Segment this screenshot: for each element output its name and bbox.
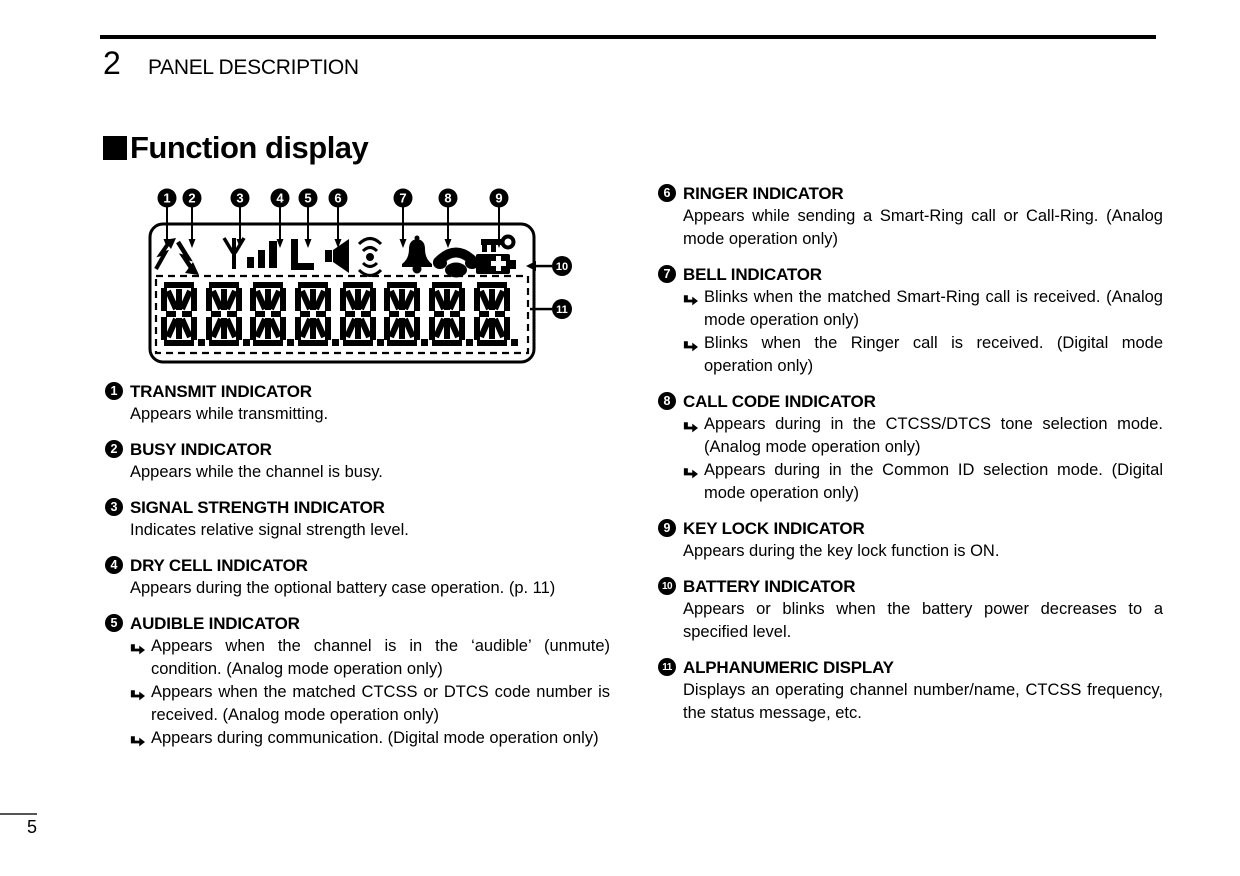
bullet-text: Blinks when the Ringer call is received.… xyxy=(704,334,1163,375)
indicator-title: BATTERY INDICATOR xyxy=(683,577,856,596)
indicator-description: Appears during the key lock function is … xyxy=(683,542,1000,560)
callout-badges: 1 2 3 4 5 6 7 8 9 xyxy=(157,188,509,208)
arrow-bullet-icon xyxy=(683,459,704,505)
section-title: Function display xyxy=(130,130,369,165)
busy-icon xyxy=(176,240,199,275)
item-number-badge: 7 xyxy=(658,265,676,283)
callout-10-label: 10 xyxy=(556,261,568,273)
callout-9: 9 xyxy=(495,191,502,206)
dry-cell-icon xyxy=(291,239,314,270)
indicator-title: CALL CODE INDICATOR xyxy=(683,392,876,411)
indicator-item: 11 ALPHANUMERIC DISPLAY Displays an operat… xyxy=(658,656,1163,725)
indicator-item: 9 KEY LOCK INDICATOR Appears during the ke… xyxy=(658,517,1163,563)
indicator-title: BUSY INDICATOR xyxy=(130,440,272,459)
indicator-title: ALPHANUMERIC DISPLAY xyxy=(683,658,894,677)
chapter-number: 2 xyxy=(103,45,121,81)
indicator-description: Appears while the channel is busy. xyxy=(130,463,383,481)
function-display-figure: 1 2 3 4 5 6 7 8 9 xyxy=(148,188,572,364)
arrow-bullet-icon xyxy=(683,332,704,378)
indicator-item: 2 BUSY INDICATOR Appears while the channel… xyxy=(105,438,610,484)
bullet-text: Blinks when the matched Smart-Ring call … xyxy=(704,288,1163,329)
bullet-text: Appears during in the Common ID selectio… xyxy=(704,461,1163,502)
audible-icon xyxy=(325,239,349,273)
indicator-item: 8 CALL CODE INDICATOR Appears during in th… xyxy=(658,390,1163,505)
indicator-title: BELL INDICATOR xyxy=(683,265,822,284)
left-column: 1 TRANSMIT INDICATOR Appears while transmi… xyxy=(105,380,610,767)
callout-1: 1 xyxy=(163,191,170,206)
arrow-bullet-icon xyxy=(130,635,151,681)
item-number-badge: 1 xyxy=(105,382,123,400)
item-number-badge: 10 xyxy=(658,577,676,595)
chapter-title: PANEL DESCRIPTION xyxy=(148,56,359,79)
arrow-bullet-icon xyxy=(683,413,704,459)
call-code-icon xyxy=(433,247,479,278)
key-lock-icon xyxy=(481,234,516,252)
item-number-badge: 4 xyxy=(105,556,123,574)
callout-11-label: 11 xyxy=(556,304,568,316)
callout-11: 11 xyxy=(530,299,572,319)
bell-icon xyxy=(402,235,432,274)
bullet-text: Appears when the channel is in the ‘audi… xyxy=(151,637,610,678)
indicator-item: 4 DRY CELL INDICATOR Appears during the op… xyxy=(105,554,610,600)
footer-rule xyxy=(0,813,37,815)
indicator-title: TRANSMIT INDICATOR xyxy=(130,382,312,401)
arrow-bullet-icon xyxy=(130,681,151,727)
page-number: 5 xyxy=(27,817,38,837)
indicator-item: 3 SIGNAL STRENGTH INDICATOR Indicates rela… xyxy=(105,496,610,542)
bullet-point: Appears when the matched CTCSS or DTCS c… xyxy=(130,681,610,727)
bullet-point: Appears when the channel is in the ‘audi… xyxy=(130,635,610,681)
indicator-item: 10 BATTERY INDICATOR Appears or blinks whe… xyxy=(658,575,1163,644)
item-number-badge: 2 xyxy=(105,440,123,458)
ringer-icon xyxy=(357,237,383,277)
item-number-badge: 9 xyxy=(658,519,676,537)
callout-7: 7 xyxy=(399,191,406,206)
item-number-badge: 11 xyxy=(658,658,676,676)
callout-2: 2 xyxy=(188,191,195,206)
item-number-badge: 8 xyxy=(658,392,676,410)
indicator-description: Displays an operating channel number/nam… xyxy=(683,681,1163,722)
indicator-title: RINGER INDICATOR xyxy=(683,184,844,203)
arrow-bullet-icon xyxy=(130,727,151,755)
indicator-item: 5 AUDIBLE INDICATOR Appears when the chann… xyxy=(105,612,610,755)
callout-3: 3 xyxy=(236,191,243,206)
callout-4: 4 xyxy=(276,191,284,206)
item-number-badge: 6 xyxy=(658,184,676,202)
section-square-icon xyxy=(103,136,127,160)
arrow-bullet-icon xyxy=(683,286,704,332)
section-heading: Function display xyxy=(103,130,369,166)
bullet-text: Appears during communication. (Digital m… xyxy=(151,729,599,747)
header-rule xyxy=(100,35,1156,39)
callout-8: 8 xyxy=(444,191,451,206)
bullet-point: Appears during communication. (Digital m… xyxy=(130,727,610,755)
bullet-point: Appears during in the CTCSS/DTCS tone se… xyxy=(683,413,1163,459)
indicator-description: Appears or blinks when the battery power… xyxy=(683,600,1163,641)
indicator-title: SIGNAL STRENGTH INDICATOR xyxy=(130,498,385,517)
indicator-description: Indicates relative signal strength level… xyxy=(130,521,409,539)
indicator-description: Appears while transmitting. xyxy=(130,405,329,423)
item-number-badge: 3 xyxy=(105,498,123,516)
alphanumeric-display xyxy=(154,274,530,355)
bullet-point: Appears during in the Common ID selectio… xyxy=(683,459,1163,505)
callout-10: 10 xyxy=(526,256,572,276)
indicator-title: KEY LOCK INDICATOR xyxy=(683,519,865,538)
signal-strength-icon xyxy=(222,237,277,269)
callout-6: 6 xyxy=(334,191,341,206)
indicator-title: AUDIBLE INDICATOR xyxy=(130,614,300,633)
bullet-point: Blinks when the matched Smart-Ring call … xyxy=(683,286,1163,332)
indicator-description: Appears while sending a Smart-Ring call … xyxy=(683,207,1163,248)
bullet-text: Appears when the matched CTCSS or DTCS c… xyxy=(151,683,610,724)
bullet-text: Appears during in the CTCSS/DTCS tone se… xyxy=(704,415,1163,456)
bullet-point: Blinks when the Ringer call is received.… xyxy=(683,332,1163,378)
indicator-description: Appears during the optional battery case… xyxy=(130,579,556,597)
right-column: 6 RINGER INDICATOR Appears while sending a… xyxy=(658,182,1163,737)
indicator-item: 6 RINGER INDICATOR Appears while sending a… xyxy=(658,182,1163,251)
indicator-title: DRY CELL INDICATOR xyxy=(130,556,308,575)
battery-icon xyxy=(476,254,516,274)
indicator-item: 1 TRANSMIT INDICATOR Appears while transmi… xyxy=(105,380,610,426)
transmit-icon xyxy=(154,238,176,270)
indicator-item: 7 BELL INDICATOR Blinks when the matched S… xyxy=(658,263,1163,378)
callout-5: 5 xyxy=(304,191,311,206)
item-number-badge: 5 xyxy=(105,614,123,632)
